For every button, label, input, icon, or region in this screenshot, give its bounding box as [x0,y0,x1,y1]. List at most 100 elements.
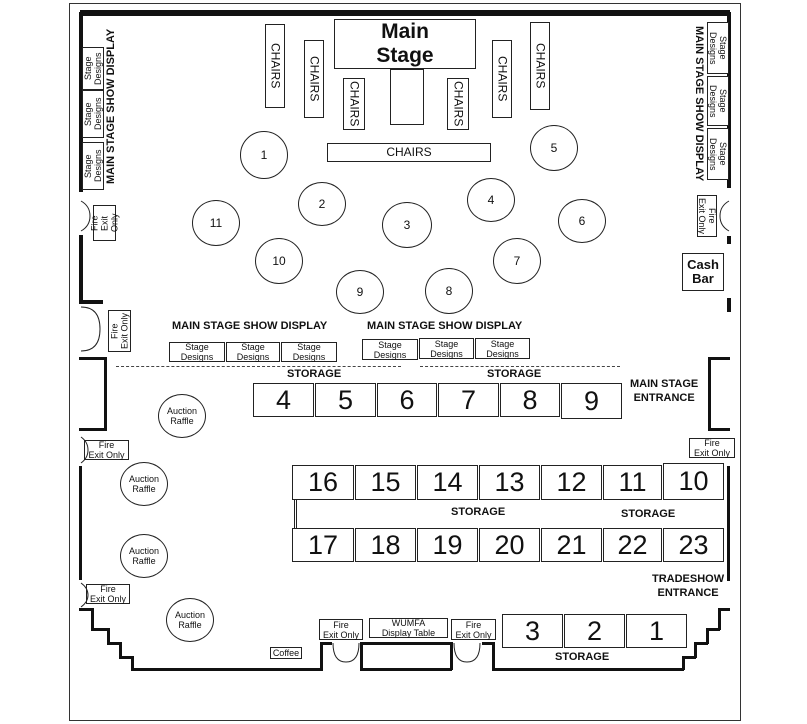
fire-exit: Fire Exit Only [90,205,120,241]
round-table: 10 [255,238,303,284]
door-icon [80,582,89,608]
coffee-station: Coffee [270,647,302,659]
round-table: 3 [382,202,432,248]
booth: 21 [541,528,602,562]
stage-designs-display: Stage Designs [226,342,280,362]
wall [79,466,82,580]
door-icon [80,200,91,232]
wall [694,642,708,645]
main-stage-entrance: MAIN STAGE ENTRANCE [630,378,699,404]
booth: 10 [663,463,724,500]
wall [706,628,720,631]
round-table: 4 [467,178,515,222]
storage-label: STORAGE [621,508,676,520]
stage-runway [390,69,424,125]
wall [320,642,332,645]
fire-exit: Fire Exit Only [451,619,496,640]
booth: 3 [502,614,563,648]
booth: 5 [315,383,376,417]
wall [79,428,107,431]
booth: 8 [500,383,560,417]
fire-exit: Fire Exit Only [697,195,717,237]
chairs-block: CHAIRS [530,22,550,110]
chairs-block: CHAIRS [304,40,324,118]
stage-designs-display: Stage Designs [707,128,729,180]
booth: 23 [663,528,724,562]
main-stage: Main Stage [334,19,476,69]
booth: 15 [355,465,416,500]
cash-bar: Cash Bar [682,253,724,291]
frame [69,3,741,721]
stage-designs-display: Stage Designs [707,76,729,126]
round-table: 5 [530,125,578,171]
chairs-block: CHAIRS [265,24,285,108]
wall [107,628,110,644]
booth: 9 [561,383,622,419]
wall [79,12,83,192]
wall [104,357,107,431]
stage-designs-display: Stage Designs [82,47,104,90]
booth: 17 [292,528,354,562]
wall [119,642,122,658]
wall [727,12,731,188]
wall [727,298,731,312]
booth: 13 [479,465,540,500]
wumfa-display-table: WUMFA Display Table [369,618,448,638]
wall [682,656,696,659]
wall [79,300,103,304]
storage-label: STORAGE [287,368,342,380]
round-table: 1 [240,131,288,179]
wall [450,642,453,670]
storage-label: STORAGE [487,368,542,380]
wall [360,642,452,645]
chairs-block: CHAIRS [447,78,469,130]
door-icon [80,436,89,464]
auction-raffle: Auction Raffle [120,534,168,578]
wall [718,608,721,630]
storage-divider [294,500,297,528]
auction-raffle: Auction Raffle [166,598,214,642]
stage-designs-display: Stage Designs [362,339,418,360]
wall [360,668,452,671]
booth: 6 [377,383,437,417]
wall [710,357,730,360]
wall [360,642,363,670]
wall [708,357,711,431]
stage-designs-display: Stage Designs [82,90,104,138]
round-table: 2 [298,182,346,226]
chairs-block: CHAIRS [492,40,512,118]
stage-designs-display: Stage Designs [169,342,225,362]
stage-designs-display: Stage Designs [475,338,530,359]
chairs-block: CHAIRS [327,143,491,162]
double-door-icon [80,306,101,352]
stage-designs-display: Stage Designs [82,142,104,190]
fire-exit: Fire Exit Only [84,440,129,460]
wall [718,608,730,611]
booth: 22 [603,528,662,562]
wall [119,656,133,659]
wall [79,608,93,611]
auction-raffle: Auction Raffle [158,394,206,438]
round-table: 8 [425,268,473,314]
fire-exit: Fire Exit Only [689,438,735,458]
wall [79,357,107,360]
wall [694,642,697,658]
stage-designs-display: Stage Designs [707,22,729,74]
double-door-icon [453,642,481,663]
show-display-label: MAIN STAGE SHOW DISPLAY [172,320,328,332]
wall [91,628,109,631]
round-table: 6 [558,199,606,243]
wall [492,668,684,671]
booth: 16 [292,465,354,500]
booth: 18 [355,528,416,562]
booth: 11 [603,465,662,500]
fire-exit: Fire Exit Only [86,584,130,604]
booth: 7 [438,383,499,417]
wall [727,236,731,244]
wall [320,642,323,670]
chairs-block: CHAIRS [343,78,365,130]
wall [131,656,134,670]
show-display-label: MAIN STAGE SHOW DISPLAY [367,320,523,332]
wall [708,428,730,431]
